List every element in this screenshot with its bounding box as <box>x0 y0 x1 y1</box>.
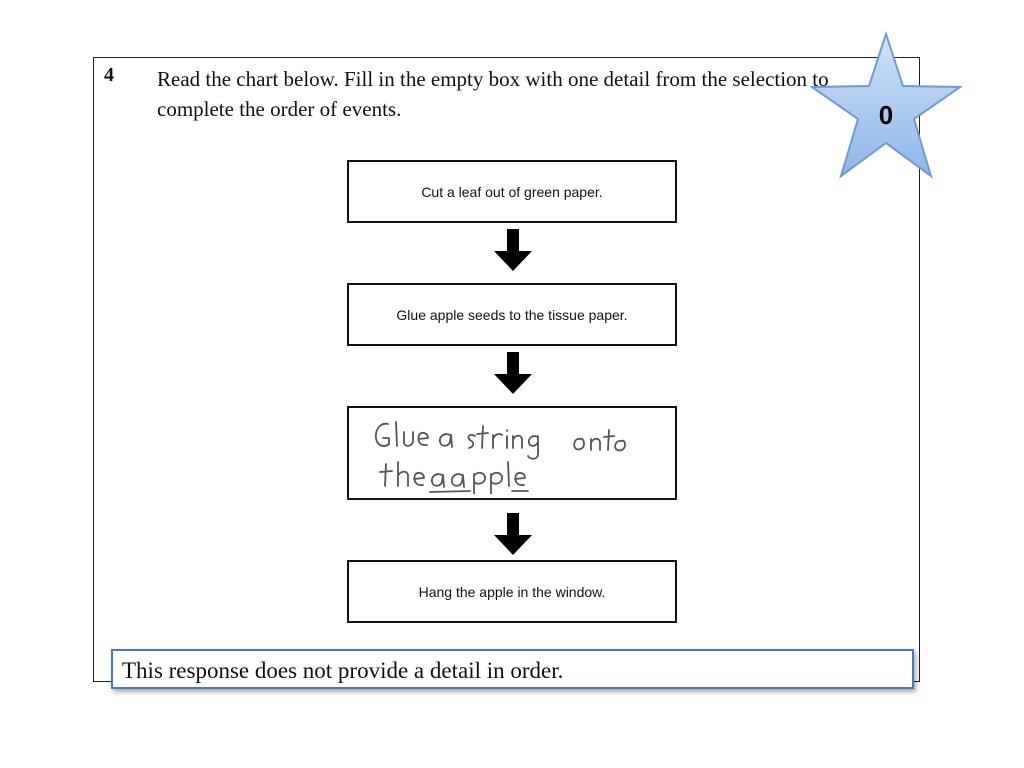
question-number: 4 <box>104 64 114 86</box>
down-arrow-icon <box>494 352 532 394</box>
down-arrow-icon <box>494 229 532 271</box>
flowchart-step-4: Hang the apple in the window. <box>347 560 677 623</box>
feedback-note: This response does not provide a detail … <box>111 649 914 689</box>
star-icon <box>810 30 962 182</box>
flowchart-step-2: Glue apple seeds to the tissue paper. <box>347 283 677 346</box>
question-prompt: Read the chart below. Fill in the empty … <box>157 67 829 121</box>
score-value: 0 <box>878 100 894 130</box>
down-arrow-icon <box>494 513 532 555</box>
student-handwritten-answer <box>370 412 670 499</box>
flowchart-answer-box[interactable] <box>347 406 677 500</box>
flowchart-step-1: Cut a leaf out of green paper. <box>347 160 677 223</box>
